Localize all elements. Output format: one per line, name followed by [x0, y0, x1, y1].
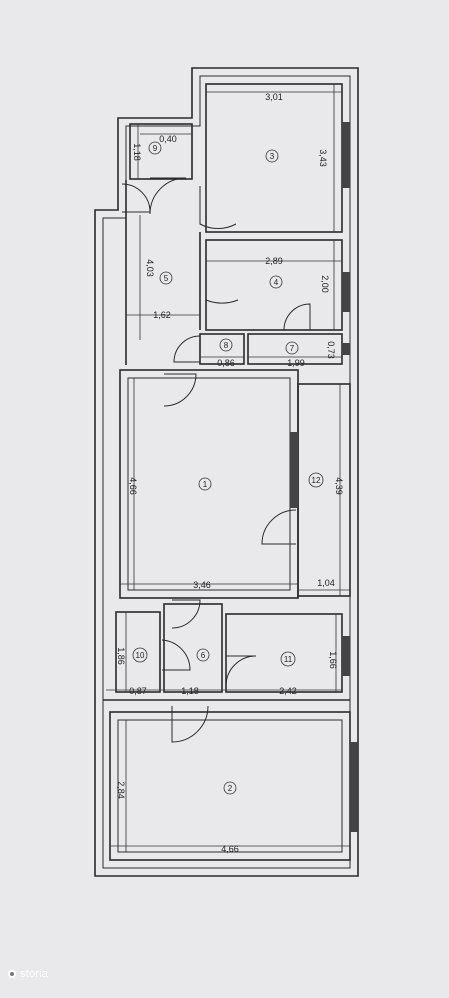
- dim-4-width: 2,89: [265, 256, 283, 266]
- dim-7-width: 1,99: [287, 358, 305, 368]
- door-room-2: [171, 705, 209, 743]
- room-marker-5: 5: [159, 271, 173, 285]
- dim-1-width: 3,46: [193, 580, 211, 590]
- room-marker-9: 9: [148, 141, 162, 155]
- room-marker-11: 11: [280, 651, 296, 667]
- dim-2-height: 2,84: [116, 781, 126, 799]
- room-8-walls: [199, 333, 245, 365]
- room-number-10: 10: [136, 651, 145, 660]
- room-marker-6: 6: [196, 648, 210, 662]
- storia-logo-icon: [8, 970, 16, 978]
- dim-7-height: 0,73: [326, 341, 336, 359]
- storia-watermark: storia: [8, 968, 48, 980]
- room-9-walls: [129, 123, 193, 180]
- door-room-12: [261, 509, 297, 545]
- room-marker-10: 10: [132, 647, 148, 663]
- dim-4-height: 2,00: [320, 275, 330, 293]
- room-marker-1: 1: [198, 477, 212, 491]
- room-marker-12: 12: [308, 472, 324, 488]
- room-marker-7: 7: [285, 341, 299, 355]
- room-number-6: 6: [201, 651, 206, 660]
- dim-10-height: 1,86: [116, 647, 126, 665]
- dim-11-width: 2,42: [279, 686, 297, 696]
- room-marker-2: 2: [223, 781, 237, 795]
- room-5-walls: [125, 180, 201, 365]
- room-10-walls: [115, 611, 161, 693]
- door-room-11: [225, 655, 257, 687]
- door-room-7: [283, 303, 311, 331]
- window-room-3: [342, 122, 350, 188]
- window-room-1: [290, 432, 298, 508]
- room-6-walls: [163, 603, 223, 693]
- room-1-inner: [127, 377, 291, 591]
- room-number-5: 5: [164, 274, 169, 283]
- room-1-walls: [119, 369, 299, 599]
- outer-wall-inner: [102, 75, 351, 869]
- room-number-9: 9: [153, 144, 158, 153]
- dim-12-width: 1,04: [317, 578, 335, 588]
- dim-3-width: 3,01: [265, 92, 283, 102]
- room-number-4: 4: [274, 278, 279, 287]
- door-room-1: [163, 373, 197, 407]
- door-room-9: [149, 177, 187, 215]
- dim-5-height: 4,03: [145, 259, 155, 277]
- window-room-11: [342, 636, 350, 676]
- watermark-text: storia: [20, 968, 49, 980]
- dim-5-width: 1,62: [153, 310, 171, 320]
- window-room-4: [342, 272, 350, 312]
- dim-8-width: 0,86: [217, 358, 235, 368]
- door-room-6-top: [171, 599, 201, 629]
- outer-wall: [94, 67, 359, 877]
- room-number-2: 2: [228, 784, 233, 793]
- dim-12-height: 4,39: [334, 477, 344, 495]
- room-marker-4: 4: [269, 275, 283, 289]
- dim-10-width: 0,87: [129, 686, 147, 696]
- door-room-8: [173, 335, 201, 363]
- door-room-10: [161, 639, 191, 671]
- dim-1-height: 4,66: [128, 477, 138, 495]
- room-number-11: 11: [284, 655, 293, 664]
- dim-2-width: 4,66: [221, 844, 239, 854]
- window-room-2: [350, 742, 358, 832]
- window-room-7: [342, 343, 350, 355]
- dim-9-width: 0,40: [159, 134, 177, 144]
- room-number-3: 3: [270, 152, 275, 161]
- dim-11-height: 1,66: [328, 651, 338, 669]
- dim-6-width: 1,18: [181, 686, 199, 696]
- room-marker-3: 3: [265, 149, 279, 163]
- room-number-1: 1: [203, 480, 208, 489]
- room-number-12: 12: [312, 476, 321, 485]
- room-number-7: 7: [290, 344, 295, 353]
- room-number-8: 8: [224, 341, 229, 350]
- door-room-4: [205, 256, 239, 304]
- door-room-3: [199, 186, 237, 230]
- dim-9-height: 1,18: [132, 143, 142, 161]
- room-2-inner: [117, 719, 343, 853]
- room-marker-8: 8: [219, 338, 233, 352]
- door-entrance: [121, 183, 151, 213]
- dim-3-height: 3,43: [318, 149, 328, 167]
